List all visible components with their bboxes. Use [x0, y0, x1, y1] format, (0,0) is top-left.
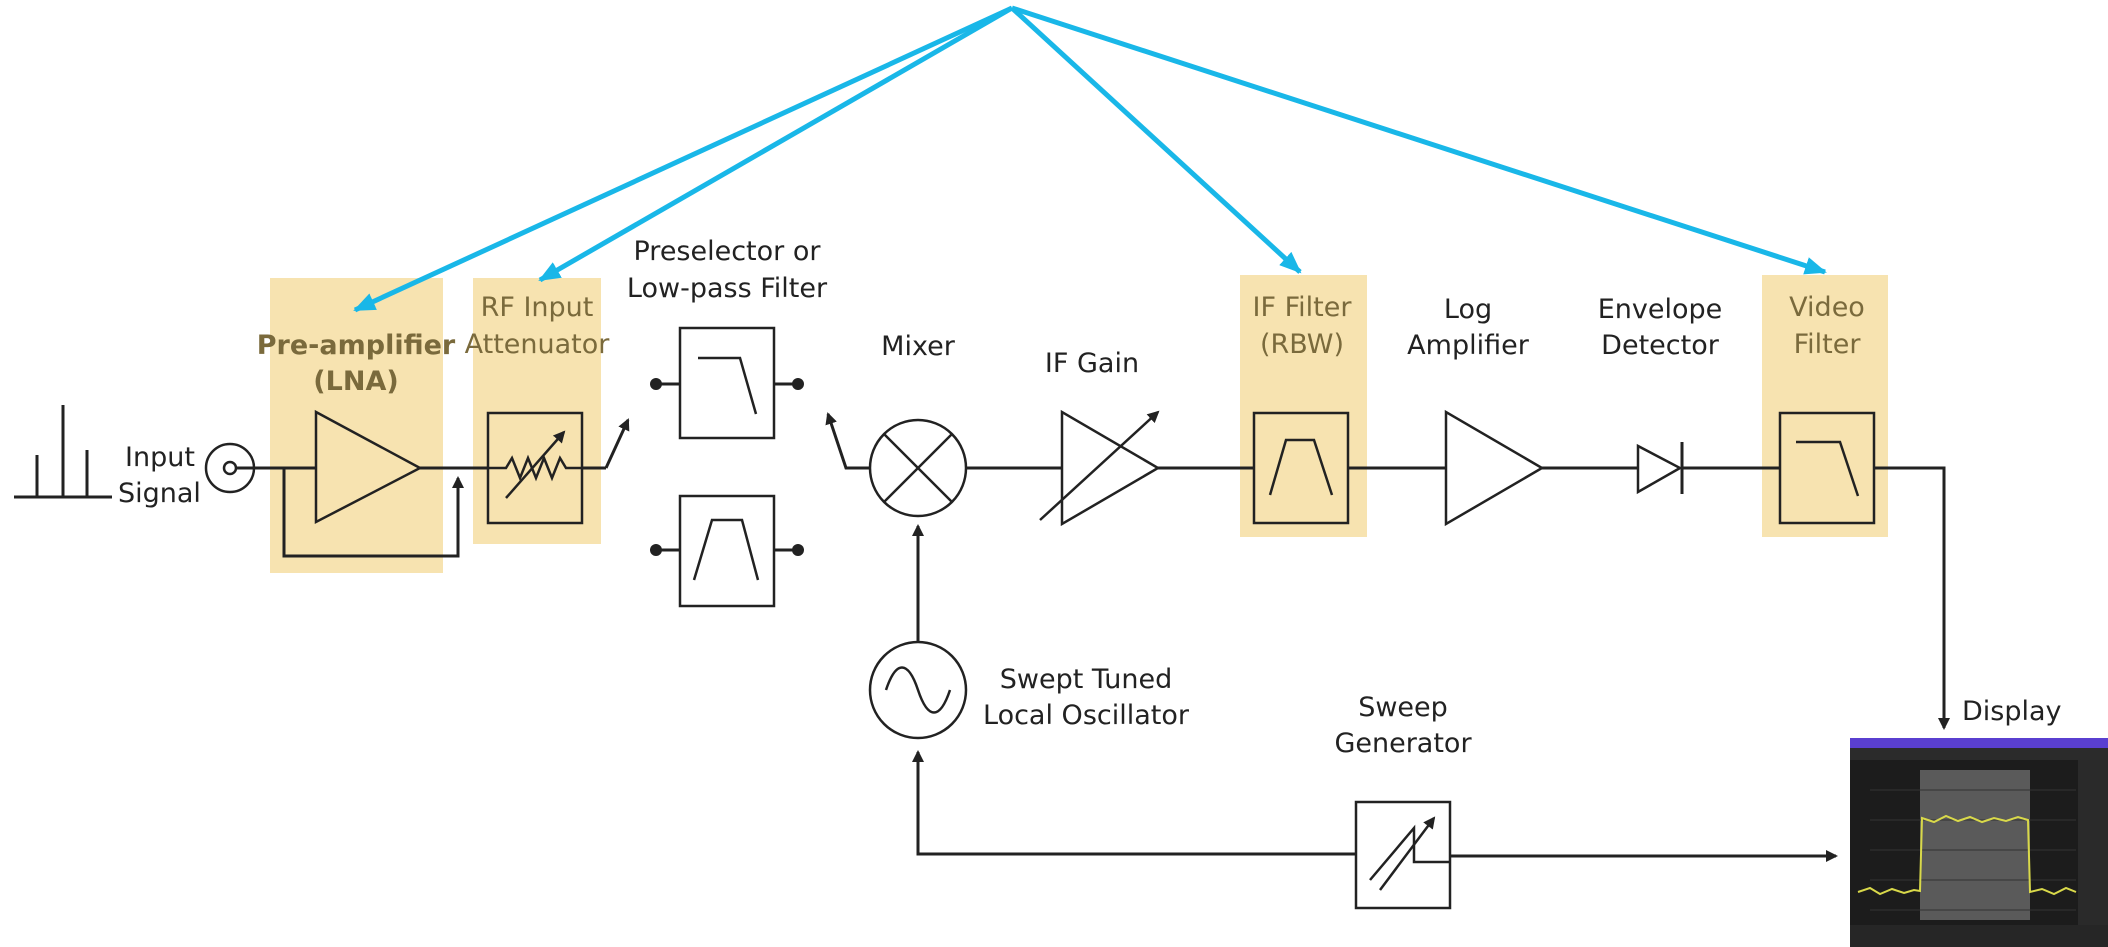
variable-resistor-icon	[488, 430, 582, 499]
sweep-gen-label-1: Sweep	[1358, 692, 1448, 723]
envelope-label-2: Detector	[1601, 330, 1720, 361]
attenuator-label-1: RF Input	[481, 292, 594, 323]
if-gain-label: IF Gain	[1045, 348, 1139, 379]
if-filter-label-1: IF Filter	[1253, 292, 1353, 323]
local-oscillator-icon	[868, 640, 968, 740]
callout-arrows	[353, 5, 1827, 313]
bandpass-icon	[1268, 438, 1334, 496]
mixer-icon	[868, 418, 968, 518]
log-amp-label-1: Log	[1444, 294, 1492, 325]
input-signal-label-1: Input	[125, 442, 195, 473]
video-filter-box	[1778, 411, 1876, 525]
envelope-label-1: Envelope	[1598, 294, 1723, 325]
local-osc-label-2: Local Oscillator	[983, 700, 1190, 731]
input-signal-label-2: Signal	[118, 478, 201, 509]
diode-icon	[1636, 442, 1684, 495]
preselector-label-2: Low-pass Filter	[627, 273, 828, 304]
if-filter-label-2: (RBW)	[1260, 329, 1344, 360]
preselector-lowpass-filter	[650, 326, 804, 440]
preselector-bandpass-filter	[650, 494, 804, 608]
preamp-triangle-icon	[314, 409, 423, 525]
preselector-label-1: Preselector or	[634, 236, 822, 267]
sweep-ramp-icon	[1369, 816, 1450, 891]
preamp-label-2: (LNA)	[313, 366, 398, 397]
input-spectrum-icon	[14, 405, 112, 499]
display-screen-icon	[1850, 738, 2108, 947]
lowpass-icon	[1796, 440, 1860, 497]
mixer-label: Mixer	[881, 331, 956, 362]
sweep-gen-label-2: Generator	[1334, 728, 1472, 759]
video-filter-label-1: Video	[1789, 292, 1865, 323]
preamp-highlight	[270, 278, 443, 573]
log-amp-label-2: Amplifier	[1407, 330, 1530, 361]
local-osc-label-1: Swept Tuned	[1000, 664, 1173, 695]
if-filter-box	[1252, 411, 1350, 525]
video-filter-label-2: Filter	[1794, 329, 1862, 360]
preamp-label-1: Pre-amplifier	[257, 330, 456, 361]
log-amplifier-icon	[1444, 409, 1545, 527]
attenuator-label-2: Attenuator	[465, 329, 611, 360]
sweep-generator-box	[1354, 800, 1452, 910]
if-gain-amplifier-icon	[1039, 409, 1161, 527]
display-label: Display	[1962, 696, 2062, 727]
